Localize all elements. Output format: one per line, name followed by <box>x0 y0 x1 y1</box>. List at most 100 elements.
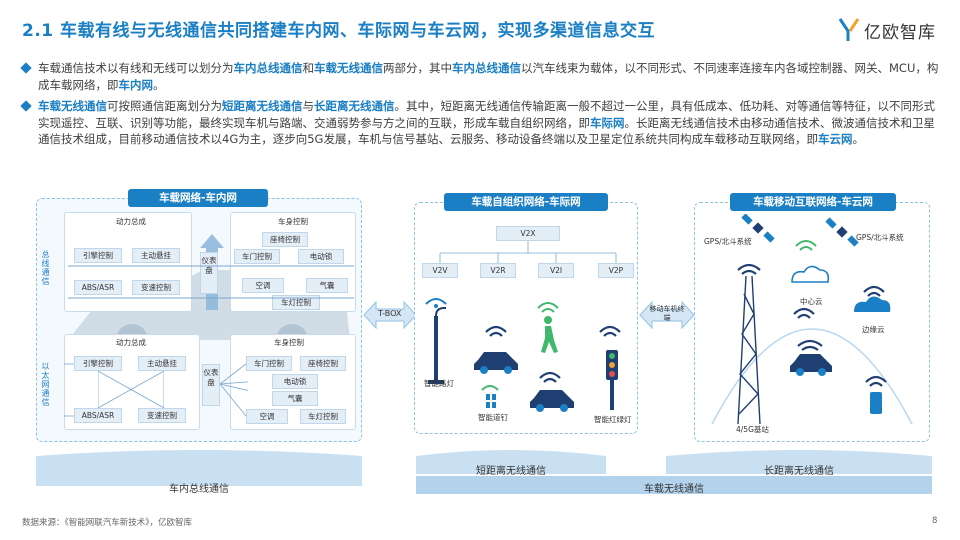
body-text: 。 <box>852 132 864 146</box>
smart-road-stud-label: 智能道钉 <box>478 413 508 422</box>
tbox-label: T-BOX <box>378 309 402 318</box>
band-in-car-bus: 车内总线通信 <box>169 484 229 495</box>
body-text: 和 <box>302 61 315 75</box>
ac-box: 空调 <box>242 278 284 293</box>
highlight-term: 车内网 <box>118 77 154 92</box>
logo-text: 亿欧智库 <box>864 22 936 43</box>
transmission-control-box: 变速控制 <box>132 280 180 295</box>
source-note: 数据来源：《智能网联汽车新技术》，亿欧智库 <box>22 518 193 528</box>
v2x-tree-lines <box>439 241 617 263</box>
v2r-box: V2R <box>480 263 516 278</box>
power-train-label: 动力总成 <box>116 338 146 347</box>
dashboard-box-bottom: 仪表盘 <box>202 364 220 406</box>
seat-control-box: 座椅控制 <box>262 232 308 247</box>
electric-lock-box: 电动锁 <box>272 374 318 389</box>
edge-cloud-icon <box>854 296 891 312</box>
smart-traffic-light-label: 智能红绿灯 <box>594 415 632 424</box>
bus-communication-label: 总线通信 <box>41 250 50 286</box>
seat-control-box: 座椅控制 <box>300 356 346 371</box>
traffic-light-icon <box>606 350 618 410</box>
highlight-term: 短距离无线通信 <box>222 99 303 113</box>
satellite-icon-2 <box>825 217 859 247</box>
highlight-term: 车际网 <box>590 115 625 130</box>
bullet-text: 车载无线通信可按照通信距离划分为短距离无线通信与长距离无线通信。其中，短距离无线… <box>22 98 940 148</box>
page-title: 2.1 车载有线与无线通信共同搭建车内网、车际网与车云网，实现多渠道信息交互 <box>22 21 656 41</box>
power-train-label: 动力总成 <box>116 217 146 226</box>
wifi-signal-icons <box>737 263 887 387</box>
car-icon-1 <box>474 352 518 374</box>
logo-icon <box>838 18 860 41</box>
body-text: 以汽车线束为载体，以不同形式、不同速率连接车内各域控制器、网关、MCU，构成车载… <box>38 61 939 92</box>
cloud-scene-icons <box>711 214 913 425</box>
band-wireless: 车载无线通信 <box>644 484 704 495</box>
bullet-text: 车载通信技术以有线和无线可以划分为车内总线通信和车载无线通信两部分，其中车内总线… <box>22 60 940 93</box>
body-text: 可按照通信距离划分为 <box>107 99 222 113</box>
green-wifi-icons <box>481 302 559 391</box>
transmission-control-box: 变速控制 <box>138 408 186 423</box>
airbag-box: 气囊 <box>272 391 318 406</box>
band-long-range: 长距离无线通信 <box>764 466 834 477</box>
abs-asr-box: ABS/ASR <box>74 280 122 295</box>
bottom-bands <box>36 450 932 494</box>
v2x-network-header: 车载自组织网络-车际网 <box>444 193 608 211</box>
active-suspension-box: 主动悬挂 <box>132 248 180 263</box>
car-wifi-icon <box>797 339 823 351</box>
engine-control-box: 引擎控制 <box>74 248 122 263</box>
body-text: 与 <box>302 99 315 113</box>
cross-links-icon <box>98 371 164 408</box>
smart-street-lamp-label: 智能路灯 <box>424 379 454 388</box>
highlight-term: 车载无线通信 <box>38 99 107 113</box>
body-text: 车载通信技术以有线和无线可以划分为 <box>38 61 234 75</box>
logo: 亿欧智库 <box>838 16 950 44</box>
in-car-network-header: 车载网络-车内网 <box>128 189 268 207</box>
body-control-label: 车身控制 <box>278 217 308 226</box>
band-short-range: 短距离无线通信 <box>476 466 546 477</box>
body-control-label: 车身控制 <box>274 338 304 347</box>
v2p-box: V2P <box>598 263 634 278</box>
bus-lines-top <box>68 265 354 299</box>
highlight-term: 车内总线通信 <box>452 61 521 75</box>
v2i-box: V2I <box>538 263 574 278</box>
ac-box: 空调 <box>246 409 288 424</box>
door-control-box: 车门控制 <box>246 356 292 371</box>
engine-control-box: 引擎控制 <box>74 356 122 371</box>
electric-lock-box: 电动锁 <box>298 249 344 264</box>
cloud-network-header: 车载移动互联网络-车云网 <box>730 193 896 211</box>
page-number: 8 <box>932 516 938 526</box>
car-icon-3 <box>790 354 832 376</box>
car-icon-2 <box>530 390 574 412</box>
door-control-box: 车门控制 <box>234 249 280 264</box>
fan-lines-icon <box>220 363 248 417</box>
v2x-root-box: V2X <box>496 226 560 241</box>
body-text: 。其中，短距离无线通信传输距离一般不超过一公里，具有低成本、低功耗、对等通信等特… <box>38 99 935 130</box>
abs-asr-box: ABS/ASR <box>74 408 122 423</box>
street-lamp-icon <box>425 298 447 384</box>
body-text: 两部分，其中 <box>383 61 452 75</box>
cell-tower-label: 4/5G基站 <box>736 425 769 434</box>
edge-cloud-label: 边缘云 <box>862 325 885 334</box>
highlight-term: 长距离无线通信 <box>314 99 395 113</box>
satellite-label-2: GPS/北斗系统 <box>856 233 904 242</box>
dashboard-box-top: 仪表盘 <box>200 252 218 294</box>
phone-icon <box>870 392 882 414</box>
bullet-2: 车载无线通信可按照通信距离划分为短距离无线通信与长距离无线通信。其中，短距离无线… <box>20 98 940 148</box>
wifi-signal-icons <box>485 325 621 383</box>
center-cloud-label: 中心云 <box>800 297 823 306</box>
bullet-1: 车载通信技术以有线和无线可以划分为车内总线通信和车载无线通信两部分，其中车内总线… <box>20 60 940 93</box>
body-text: 。长距离无线通信技术由移动通信技术、微波通信技术和卫星通信技术组成，目前移动通信… <box>38 115 935 147</box>
highlight-term: 车内总线通信 <box>233 61 303 75</box>
active-suspension-box: 主动悬挂 <box>138 356 186 371</box>
cell-tower-icon <box>737 275 761 425</box>
light-control-box: 车灯控制 <box>300 409 346 424</box>
v2v-box: V2V <box>422 263 458 278</box>
v2x-scene-icons <box>425 298 621 412</box>
body-text: 。 <box>153 77 165 92</box>
highlight-term: 车云网 <box>817 132 853 146</box>
highlight-term: 车载无线通信 <box>314 61 383 75</box>
pedestrian-icon <box>541 316 558 353</box>
light-control-box: 车灯控制 <box>272 295 320 310</box>
satellite-label-1: GPS/北斗系统 <box>704 237 752 246</box>
airbag-box: 气囊 <box>306 278 348 293</box>
ethernet-arrows-icon <box>64 363 74 417</box>
ethernet-communication-label: 以太网通信 <box>41 362 50 407</box>
